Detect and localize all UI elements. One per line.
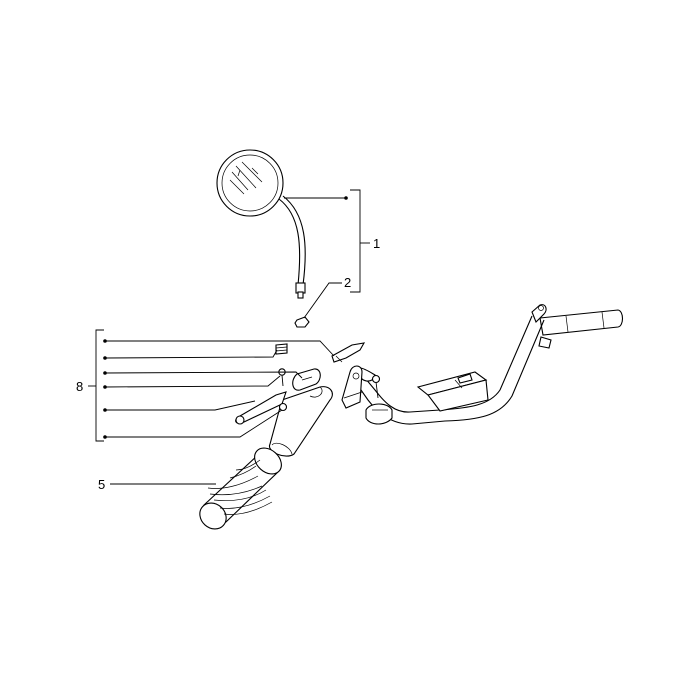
callout-label-8: 8 <box>76 379 83 394</box>
mirror-part <box>216 149 306 299</box>
handlebar-part <box>269 304 624 457</box>
mirror-nut-part <box>294 316 310 328</box>
callout-label-2: 2 <box>344 275 351 290</box>
callout-label-5: 5 <box>98 477 105 492</box>
callout-2-leader <box>303 282 342 319</box>
lever-group-part <box>235 342 366 425</box>
callout-1-leader <box>284 189 370 293</box>
grip-part <box>199 447 282 530</box>
callout-label-1: 1 <box>373 236 380 251</box>
callout-8-leaders <box>88 329 335 442</box>
